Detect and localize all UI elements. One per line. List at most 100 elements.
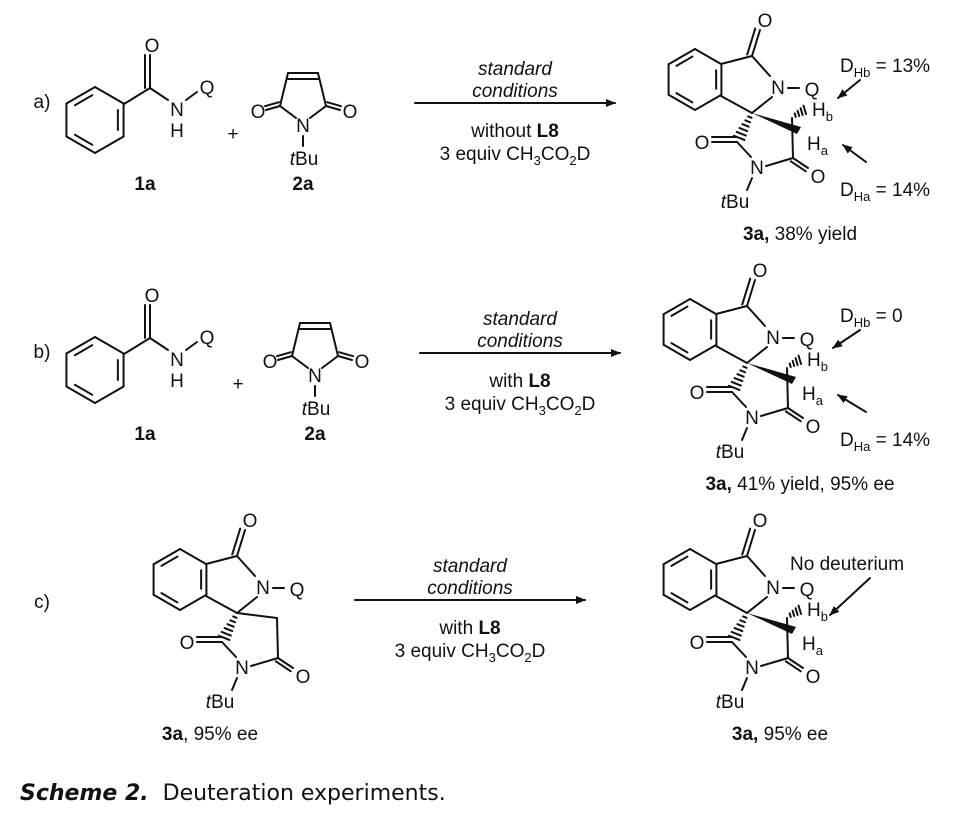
bond <box>760 407 789 417</box>
bond <box>797 604 803 615</box>
conditions-text: conditions <box>472 81 558 102</box>
wedge-bond <box>747 613 796 634</box>
bond <box>735 130 747 137</box>
pointer-arrow <box>837 79 861 99</box>
row-label-c: c) <box>34 592 50 613</box>
oxygen-label: O <box>343 102 358 123</box>
bond <box>220 630 232 637</box>
bond <box>662 298 691 316</box>
bond <box>746 279 756 307</box>
text-span: b <box>821 609 828 624</box>
text-span: L8 <box>478 618 500 639</box>
bond <box>279 105 297 119</box>
bond <box>689 593 718 611</box>
oxygen-label: O <box>180 633 195 654</box>
oxygen-label: O <box>806 667 821 688</box>
deuterium-annotations-c: No deuterium <box>790 554 904 616</box>
tbu-label: tBu <box>206 692 235 713</box>
text-span: Bu <box>211 692 234 713</box>
bond <box>226 623 235 628</box>
bond <box>746 305 766 327</box>
oxygen-label: O <box>811 167 826 188</box>
text-span: 3a, <box>705 474 731 495</box>
text-span: a <box>816 643 824 658</box>
row-label-a: a) <box>34 92 51 113</box>
wedge-bond <box>752 113 801 134</box>
bond <box>787 657 804 669</box>
text-span: Ha <box>854 189 871 204</box>
text-span: L8 <box>528 371 550 392</box>
bond <box>338 351 355 358</box>
bond <box>662 548 691 566</box>
bond <box>784 410 802 423</box>
bond <box>94 135 125 154</box>
bond <box>791 609 796 617</box>
bond <box>731 391 747 408</box>
bond <box>321 355 339 369</box>
bond <box>65 86 96 105</box>
reagent-text: 3 equiv CH3CO2D <box>395 641 546 665</box>
bond <box>741 427 748 441</box>
bond <box>746 177 753 191</box>
ha-label: Ha <box>807 134 829 158</box>
bond <box>765 157 794 167</box>
text-span: D <box>582 394 596 415</box>
bond <box>746 529 756 557</box>
bond <box>739 369 747 374</box>
text-span: = 13% <box>870 56 930 77</box>
deuterium-ratio: DHa = 14% <box>840 430 930 454</box>
bond <box>675 55 694 67</box>
plus-sign: + <box>232 374 243 395</box>
bond <box>274 660 292 673</box>
wedge-bond <box>747 363 796 384</box>
bond <box>736 373 745 378</box>
deuterium-ratio: DHb = 13% <box>840 56 930 80</box>
bond <box>786 367 789 409</box>
bond <box>123 337 151 355</box>
hb-label: Hb <box>807 600 828 624</box>
q-label: Q <box>800 580 815 601</box>
bond <box>733 627 744 633</box>
reagent-text: 3 equiv CH3CO2D <box>440 144 591 168</box>
bond <box>229 619 237 624</box>
bond <box>160 592 179 604</box>
bond <box>279 72 289 107</box>
bond <box>223 627 234 633</box>
bond <box>662 343 691 361</box>
bond <box>746 27 757 56</box>
bond <box>65 336 96 355</box>
bond <box>263 101 280 108</box>
bond <box>73 94 94 107</box>
pointer-arrow <box>832 329 861 349</box>
text-span: 3 <box>539 403 546 418</box>
oxygen-label: O <box>753 261 768 282</box>
bond <box>720 55 753 65</box>
pointer-arrow <box>829 577 871 616</box>
nitrogen-label: N <box>170 100 184 121</box>
bond <box>689 343 718 361</box>
nitrogen-label: N <box>235 658 249 679</box>
bond <box>277 657 294 669</box>
tbu-label: tBu <box>290 149 319 170</box>
nitrogen-label: N <box>256 578 270 599</box>
text-span: 3 <box>534 153 541 168</box>
q-label: Q <box>800 330 815 351</box>
scheme-caption: Scheme 2. Deuteration experiments. <box>20 781 446 806</box>
ha-label: Ha <box>802 384 824 408</box>
text-span: with <box>438 618 478 639</box>
text-span: H <box>802 384 816 405</box>
deuterium-ratio: DHa = 14% <box>840 180 930 204</box>
bond <box>329 322 339 357</box>
bond <box>736 141 752 158</box>
conditions-text: standard <box>433 556 508 577</box>
oxygen-label: O <box>355 352 370 373</box>
text-span: D <box>840 56 854 77</box>
bond <box>789 160 807 173</box>
oxygen-label: O <box>690 633 705 654</box>
conditions-text: conditions <box>477 331 563 352</box>
bond <box>337 355 353 361</box>
bond <box>185 341 198 351</box>
